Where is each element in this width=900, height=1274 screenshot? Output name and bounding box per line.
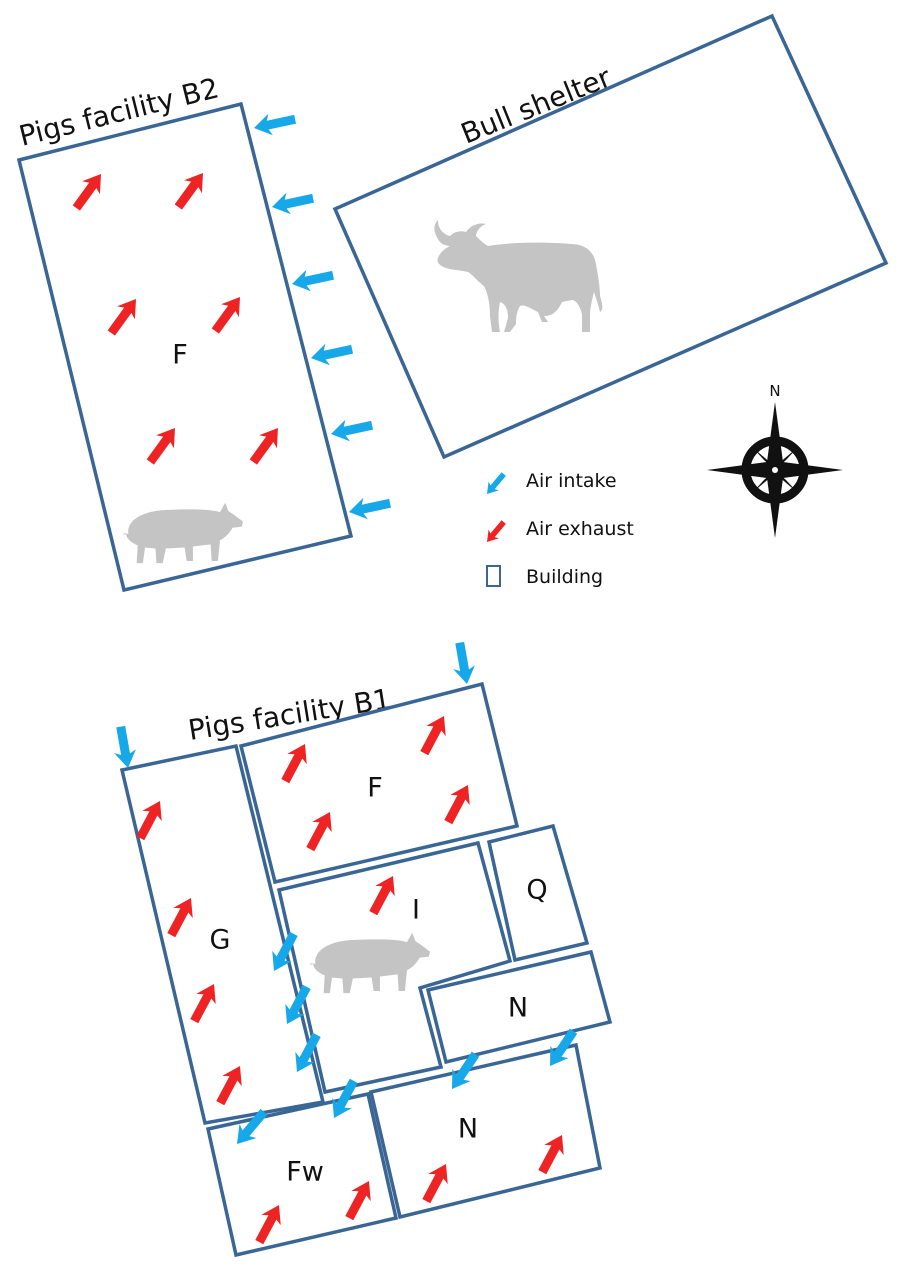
air-exhaust-arrow [414,710,454,759]
b1-room-f-building [238,681,520,885]
legend-building-label: Building [526,566,603,588]
b1-room-n-lower-building [368,1042,603,1220]
compass-rose-icon: N [707,382,843,538]
air-intake-arrow [324,1075,364,1124]
facility-b2-title: Pigs facility B2 [16,71,222,153]
air-exhaust-arrow [141,421,184,469]
bull-shelter: Bull shelter [332,13,889,460]
facility-b2-building [16,101,354,593]
air-exhaust-arrow [184,978,224,1027]
air-exhaust-arrow [416,1158,456,1207]
pig-icon [309,932,430,994]
air-exhaust-arrow [67,167,110,215]
air-exhaust-arrow [244,421,287,469]
b1-room-q-building [486,823,590,963]
air-intake-arrow [251,108,298,139]
b1-room-fw-building [205,1091,399,1258]
facility-b2: Pigs facility B2 F [16,71,354,593]
b1-room-fw-label: Fw [286,1157,324,1188]
air-intake-arrow [269,187,316,218]
air-intake-arrow [448,640,478,686]
air-exhaust-arrow [438,779,478,828]
air-exhaust-arrow [206,290,249,338]
air-intake-arrow [308,338,355,369]
b1-room-n-upper-label: N [508,993,528,1024]
air-intake-arrow [328,414,375,445]
air-exhaust-arrow [363,870,403,919]
air-exhaust-arrow [169,166,212,214]
legend-exhaust-arrow [481,517,509,547]
bull-icon [434,220,603,332]
facility-b1: Pigs facility B1 F G I Q N N Fw [119,681,613,1258]
legend: Air intake Air exhaust Building [481,469,634,588]
air-intake-arrow [109,724,139,770]
legend-exhaust-label: Air exhaust [526,518,634,540]
air-exhaust-arrow [161,892,201,941]
air-exhaust-arrow [102,292,145,340]
b1-room-f-label: F [367,773,383,804]
air-exhaust-arrow [300,806,340,855]
air-exhaust-arrow [339,1175,379,1224]
legend-building-swatch [486,565,501,587]
pig-icon [122,502,243,564]
b1-room-n-upper-building [425,949,613,1065]
air-exhaust-arrow [210,1060,250,1109]
b1-room-i-building [276,840,513,1095]
b1-room-n-lower-label: N [458,1114,478,1145]
air-exhaust-arrow [532,1129,572,1178]
legend-intake-label: Air intake [526,470,617,492]
legend-intake-arrow [481,469,509,499]
air-intake-arrow [289,264,336,295]
bull-shelter-building [332,13,889,460]
bull-shelter-title: Bull shelter [456,60,616,150]
air-exhaust-arrow [249,1199,289,1248]
air-exhaust-arrow [275,738,315,787]
air-intake-arrow [346,492,393,523]
b1-room-g-label: G [210,925,231,956]
b1-room-i-label: I [412,895,420,926]
b1-room-g-building [119,743,326,1126]
b1-room-q-label: Q [526,875,547,906]
compass-north-label: N [769,382,780,400]
b2-room-f-label: F [172,340,188,371]
